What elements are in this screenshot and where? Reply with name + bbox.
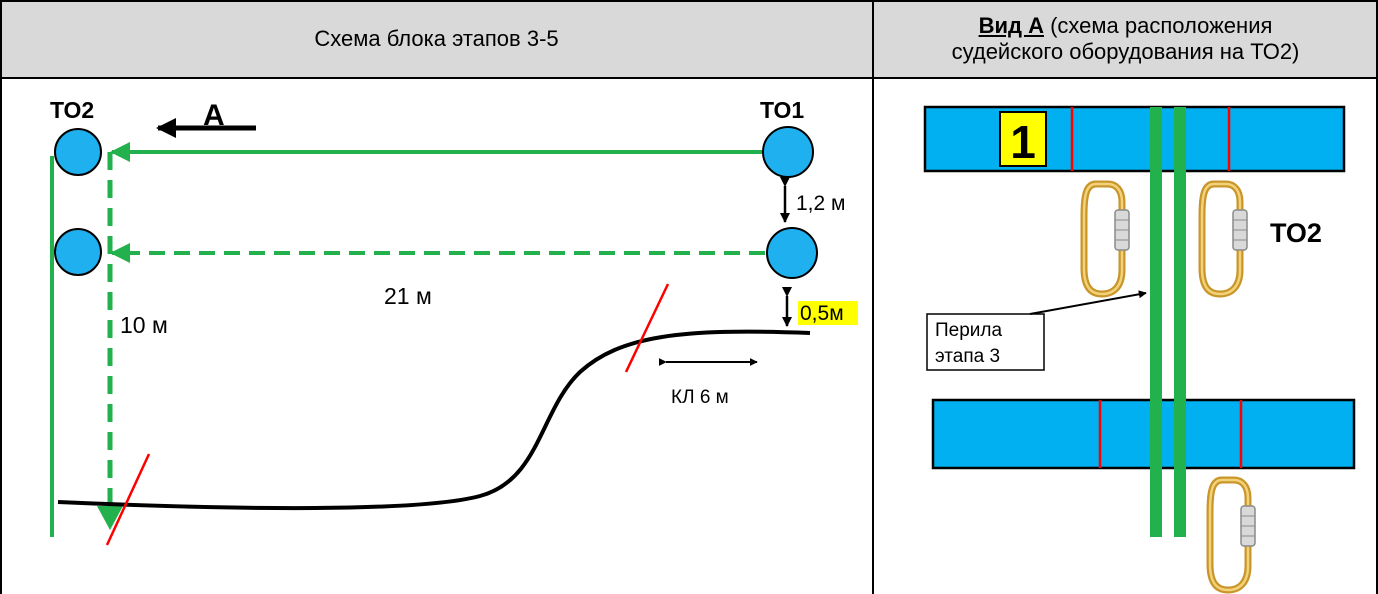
rail-left xyxy=(1150,107,1162,537)
carabiner-left xyxy=(1084,184,1129,294)
table-top-border xyxy=(0,0,1378,2)
carabiner-right xyxy=(1202,184,1247,294)
span-label: 21 м xyxy=(384,283,432,309)
table-column-divider xyxy=(872,0,874,594)
table-left-border xyxy=(0,0,2,594)
height-label: 10 м xyxy=(120,312,168,338)
view-a-title-bold: Вид А xyxy=(978,12,1044,38)
node-to1-top xyxy=(762,126,814,178)
rail-right xyxy=(1174,107,1186,537)
rail-callout-line2: этапа 3 xyxy=(935,346,1000,367)
view-a-top-bar xyxy=(923,105,1346,173)
node-to1-bottom xyxy=(766,227,818,279)
view-a-to2-label: ТО2 xyxy=(1270,218,1322,248)
green-down-arrowhead xyxy=(97,506,123,530)
red-marker-bottom xyxy=(105,453,151,546)
carabiner-bottom xyxy=(1210,480,1255,590)
terrain-line xyxy=(57,329,811,511)
to1-label: ТО1 xyxy=(760,97,804,123)
node-to2-bottom xyxy=(54,228,102,276)
rail-callout-box xyxy=(926,313,1045,371)
dim-1-2-label: 1,2 м xyxy=(796,192,845,215)
view-a-title-rest: (схема расположения xyxy=(1043,12,1273,38)
view-a-bottom-bar xyxy=(931,398,1356,470)
to2-label: ТО2 xyxy=(50,97,94,123)
view-a-title-line2: судейского оборудования на ТО2) xyxy=(951,38,1300,64)
view-a-arrow-label: А xyxy=(203,99,225,132)
view-a-title-line1: Вид А (схема расположения xyxy=(979,13,1273,39)
rail-callout-arrow xyxy=(1029,290,1147,315)
kl-label: КЛ 6 м xyxy=(671,387,729,408)
table-header-divider xyxy=(0,77,1378,79)
dim-0-5-label: 0,5м xyxy=(800,302,844,325)
node-to2-top xyxy=(54,128,102,176)
scheme-title: Схема блока этапов 3-5 xyxy=(314,25,559,51)
dim-0-5-highlight xyxy=(798,301,858,325)
rail-callout-line1: Перила xyxy=(935,320,1002,341)
view-a-header: Вид А (схема расположения судейского обо… xyxy=(873,0,1378,77)
table-right-border xyxy=(1376,0,1378,594)
stage-marker-box xyxy=(999,111,1047,167)
scheme-header: Схема блока этапов 3-5 xyxy=(0,0,873,77)
red-marker-top xyxy=(624,283,670,373)
stage-marker-number: 1 xyxy=(1010,116,1036,168)
